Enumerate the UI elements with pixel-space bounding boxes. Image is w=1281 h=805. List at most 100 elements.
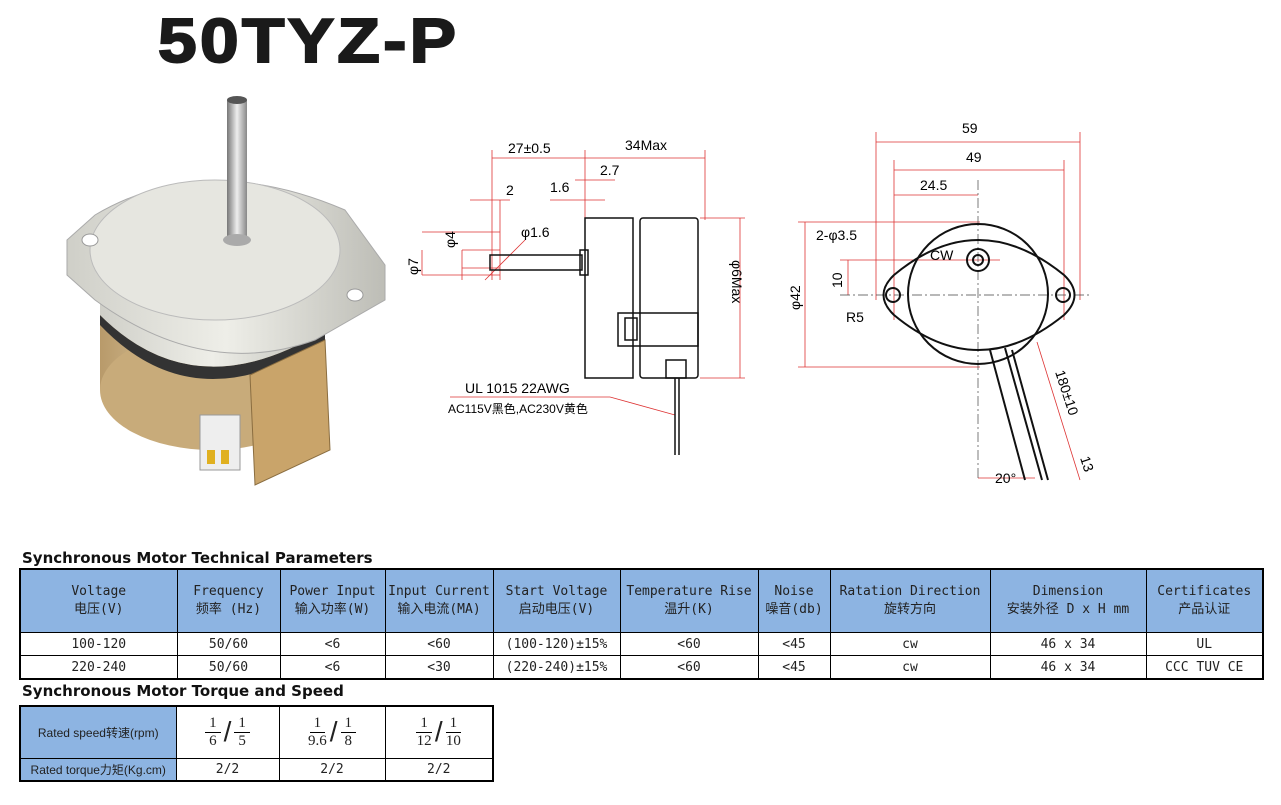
table-cell: <60 bbox=[619, 632, 759, 656]
numerator: 1 bbox=[234, 715, 250, 733]
table-cell: CCC TUV CE bbox=[1145, 655, 1264, 680]
torque-table-title: Synchronous Motor Torque and Speed bbox=[22, 682, 344, 700]
rated-speed-label: Rated speed转速(rpm) bbox=[19, 705, 177, 759]
header-cn: 输入功率(W) bbox=[294, 602, 371, 617]
denominator: 5 bbox=[238, 732, 246, 749]
header-cn: 旋转方向 bbox=[883, 602, 936, 617]
table-cell: 50/60 bbox=[176, 632, 281, 656]
table-cell: <6 bbox=[279, 632, 386, 656]
slash-divider: / bbox=[223, 716, 232, 748]
dim-phi-42: φ42 bbox=[787, 285, 803, 310]
dim-49: 49 bbox=[966, 149, 982, 165]
header-cn: 输入电流(MA) bbox=[397, 602, 481, 617]
numerator: 1 bbox=[416, 715, 432, 733]
column-header: Frequency 频率 (Hz) bbox=[176, 568, 281, 633]
dim-shaft-length: 27±0.5 bbox=[508, 140, 551, 156]
denominator: 10 bbox=[445, 732, 461, 749]
header-cn: 频率 (Hz) bbox=[195, 602, 262, 617]
table-cell: 50/60 bbox=[176, 655, 281, 680]
table-cell: 220-240 bbox=[19, 655, 178, 680]
column-header: Noise 噪音(db) bbox=[757, 568, 831, 633]
header-cn: 温升(K) bbox=[664, 602, 714, 617]
header-en: Start Voltage bbox=[505, 584, 608, 599]
dim-r5: R5 bbox=[846, 309, 864, 325]
column-header: Ratation Direction 旋转方向 bbox=[829, 568, 991, 633]
denominator: 12 bbox=[416, 732, 432, 749]
numerator: 1 bbox=[340, 715, 357, 733]
header-cn: 安装外径 D x H mm bbox=[1006, 602, 1130, 617]
wire-color: AC115V黑色,AC230V黄色 bbox=[448, 402, 588, 416]
column-header: Input Current 输入电流(MA) bbox=[384, 568, 494, 633]
rated-torque-label: Rated torque力矩(Kg.cm) bbox=[19, 757, 177, 782]
side-view-drawing: 27±0.5 34Max 2 1.6 2.7 φ1.6 φ4 φ7 φ6Max … bbox=[405, 137, 745, 455]
header-en: Noise bbox=[774, 584, 814, 599]
dim-59: 59 bbox=[962, 120, 978, 136]
header-en: Ratation Direction bbox=[839, 584, 981, 599]
table-cell: UL bbox=[1145, 632, 1264, 656]
dim-2-7: 2.7 bbox=[600, 162, 620, 178]
dim-1-6: 1.6 bbox=[550, 179, 570, 195]
dim-13: 13 bbox=[1077, 454, 1097, 474]
table-cell: cw bbox=[829, 632, 991, 656]
dim-holes: 2-φ3.5 bbox=[816, 227, 857, 243]
params-table-title: Synchronous Motor Technical Parameters bbox=[22, 549, 373, 567]
table-cell: <60 bbox=[619, 655, 759, 680]
table-cell: <30 bbox=[384, 655, 494, 680]
torque-value: 2/2 bbox=[175, 757, 280, 782]
column-header: Power Input 输入功率(W) bbox=[279, 568, 386, 633]
dim-24-5: 24.5 bbox=[920, 177, 947, 193]
table-cell: <6 bbox=[279, 655, 386, 680]
numerator: 1 bbox=[445, 715, 462, 733]
rotation-direction: CW bbox=[930, 247, 954, 263]
table-cell: (100-120)±15% bbox=[492, 632, 621, 656]
header-cn: 电压(V) bbox=[74, 602, 124, 617]
denominator: 9.6 bbox=[307, 732, 327, 749]
dim-angle: 20° bbox=[995, 470, 1016, 486]
header-cn: 噪音(db) bbox=[765, 602, 823, 617]
dim-phi-4: φ4 bbox=[442, 231, 458, 248]
header-en: Temperature Rise bbox=[626, 584, 752, 599]
table-cell: 100-120 bbox=[19, 632, 178, 656]
numerator: 1 bbox=[205, 715, 221, 733]
denominator: 6 bbox=[209, 732, 217, 749]
table-cell: 46 x 34 bbox=[989, 632, 1147, 656]
dim-phi-7: φ7 bbox=[405, 258, 421, 275]
header-en: Input Current bbox=[388, 584, 490, 599]
table-cell: (220-240)±15% bbox=[492, 655, 621, 680]
numerator: 1 bbox=[309, 715, 326, 733]
dim-body-length: 34Max bbox=[625, 137, 667, 153]
dim-phi-6max: φ6Max bbox=[729, 260, 745, 303]
dim-lead-length: 180±10 bbox=[1052, 368, 1082, 417]
header-en: Frequency bbox=[193, 584, 264, 599]
torque-value: 2/2 bbox=[384, 757, 494, 782]
column-header: Dimension 安装外径 D x H mm bbox=[989, 568, 1147, 633]
product-title: 50TYZ-P bbox=[157, 6, 460, 77]
table-cell: <60 bbox=[384, 632, 494, 656]
header-cn: 产品认证 bbox=[1178, 602, 1231, 617]
wire-spec: UL 1015 22AWG bbox=[465, 380, 570, 396]
column-header: Temperature Rise 温升(K) bbox=[619, 568, 759, 633]
slash-divider: / bbox=[329, 716, 338, 748]
dim-10: 10 bbox=[829, 272, 845, 288]
header-en: Power Input bbox=[289, 584, 376, 599]
table-cell: 46 x 34 bbox=[989, 655, 1147, 680]
denominator: 8 bbox=[344, 732, 353, 749]
table-cell: cw bbox=[829, 655, 991, 680]
header-en: Dimension bbox=[1032, 584, 1104, 599]
torque-row: Rated torque力矩(Kg.cm) 2/2 2/2 2/2 bbox=[19, 757, 494, 782]
